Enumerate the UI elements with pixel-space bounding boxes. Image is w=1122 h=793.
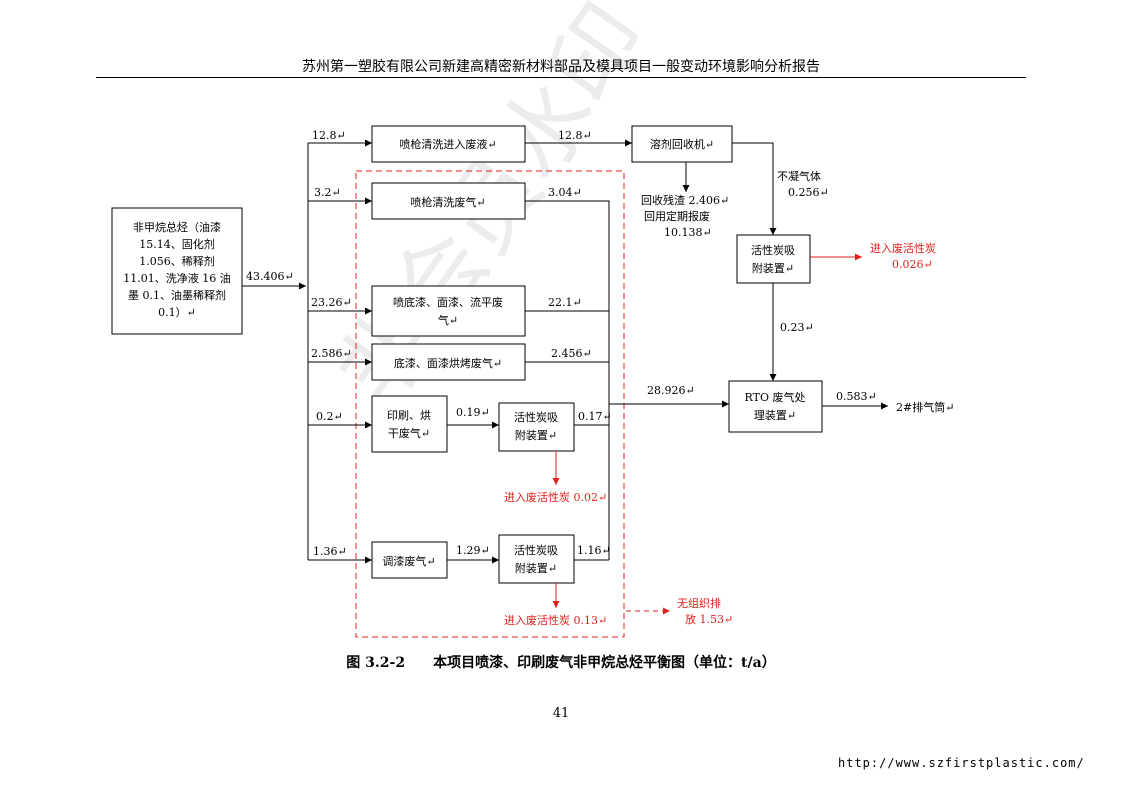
value-12-8-a: 12.8↵ <box>312 129 346 142</box>
value-43-406: 43.406↵ <box>246 270 294 283</box>
source-line-2: 15.14、固化剂 <box>139 237 215 251</box>
label-print-2: 干废气↵ <box>388 426 430 440</box>
page-number: 41 <box>552 706 570 721</box>
value-0-23: 0.23↵ <box>780 321 814 334</box>
figure-caption: 图 3.2-2 本项目喷漆、印刷废气非甲烷总烃平衡图（单位：t/a） <box>346 655 776 671</box>
red-label-fugitive-2: 放 1.53↵ <box>685 612 733 626</box>
arrow-to-carbon-top <box>732 142 777 235</box>
value-0-19: 0.19↵ <box>456 406 490 419</box>
label-solvent-recovery: 溶剂回收机↵ <box>650 137 714 151</box>
label-residue-1: 回收残渣 2.406↵ <box>641 193 729 207</box>
label-spray-clean-liquid: 喷枪清洗进入废液↵ <box>399 137 496 151</box>
box-rto <box>728 380 823 433</box>
value-12-8-b: 12.8↵ <box>558 129 592 142</box>
label-exhaust: 2#排气筒↵ <box>896 400 954 414</box>
red-label-top-2: 0.026↵ <box>892 258 933 271</box>
box-print <box>371 395 448 453</box>
red-label-fugitive-1: 无组织排 <box>677 596 721 610</box>
label-carbon1-2: 附装置↵ <box>515 428 557 442</box>
label-residue-3: 10.138↵ <box>664 226 712 239</box>
box-bake-gas <box>371 343 526 381</box>
value-3-04: 3.04↵ <box>548 186 582 199</box>
label-carbon2-1: 活性炭吸 <box>514 543 558 557</box>
value-28-926: 28.926↵ <box>647 384 695 397</box>
source-line-6: 0.1）↵ <box>158 306 196 319</box>
value-1-16: 1.16↵ <box>577 544 611 557</box>
label-base-coat-1: 喷底漆、面漆、流平废 <box>393 295 503 309</box>
value-0-2: 0.2↵ <box>316 410 343 423</box>
value-1-36: 1.36↵ <box>313 545 347 558</box>
value-22-1: 22.1↵ <box>548 296 582 309</box>
label-residue-2: 回用定期报废 <box>644 209 710 223</box>
label-print-1: 印刷、烘 <box>387 408 431 422</box>
box-carbon-top <box>736 234 811 284</box>
box-spray-clean-gas <box>371 182 526 220</box>
source-line-5: 墨 0.1、油墨稀释剂 <box>128 288 226 302</box>
label-carbon2-2: 附装置↵ <box>515 561 557 575</box>
label-spray-clean-gas: 喷枪清洗废气↵ <box>410 195 485 209</box>
label-carbon-top-2: 附装置↵ <box>752 261 794 275</box>
label-noncondensable-1: 不凝气体 <box>777 169 821 183</box>
label-mix-gas: 调漆废气↵ <box>382 554 435 568</box>
label-carbon-top-1: 活性炭吸 <box>751 243 795 257</box>
box-base-coat <box>371 285 526 337</box>
source-line-3: 1.056、稀释剂 <box>139 254 215 268</box>
box-source <box>111 207 243 335</box>
label-rto-2: 理装置↵ <box>754 409 796 422</box>
value-3-2: 3.2↵ <box>314 186 341 199</box>
label-noncondensable-2: 0.256↵ <box>788 186 829 199</box>
box-spray-clean-liquid <box>371 125 526 163</box>
box-carbon-2 <box>498 534 575 584</box>
page-header: 苏州第一塑胶有限公司新建高精密新材料部品及模具项目一般变动环境影响分析报告 <box>302 59 820 75</box>
value-0-17: 0.17↵ <box>578 410 612 423</box>
collector-right <box>525 200 610 560</box>
value-0-583: 0.583↵ <box>836 390 877 403</box>
value-1-29: 1.29↵ <box>456 544 490 557</box>
value-2-586: 2.586↵ <box>311 347 352 360</box>
red-label-bottom: 进入废活性炭 0.13↵ <box>504 613 607 627</box>
label-base-coat-2: 气↵ <box>438 313 458 327</box>
label-rto-1: RTO 废气处 <box>745 390 806 404</box>
footer-url: http://www.szfirstplastic.com/ <box>838 756 1085 770</box>
label-bake-gas: 底漆、面漆烘烤废气↵ <box>394 356 502 370</box>
label-carbon1-1: 活性炭吸 <box>514 410 558 424</box>
header-rule <box>96 77 1026 78</box>
red-label-top-1: 进入废活性炭 <box>870 241 936 255</box>
source-line-4: 11.01、洗净液 16 油 <box>123 271 230 285</box>
value-23-26: 23.26↵ <box>311 296 352 309</box>
box-solvent-recovery <box>631 125 733 163</box>
box-carbon-1 <box>498 402 575 452</box>
red-label-mid: 进入废活性炭 0.02↵ <box>504 490 607 504</box>
value-2-456: 2.456↵ <box>551 347 592 360</box>
source-line-1: 非甲烷总烃（油漆 <box>133 220 221 234</box>
